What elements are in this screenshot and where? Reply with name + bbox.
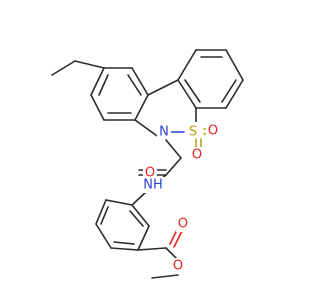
label-bg xyxy=(206,123,220,139)
bond xyxy=(90,67,105,96)
label-bg xyxy=(185,122,201,138)
ester-carbonyl-oxygen-label: O xyxy=(178,217,188,232)
amide-nh-label: NH xyxy=(143,178,163,193)
sulfonyl-oxygen-1-label: O xyxy=(208,124,218,139)
bond xyxy=(177,79,197,109)
bond-inner xyxy=(129,210,144,227)
bond xyxy=(90,94,105,121)
ester-ether-oxygen-label: O xyxy=(173,259,183,274)
label-bg xyxy=(140,177,166,193)
label-bg xyxy=(171,258,185,274)
biaryl-bond xyxy=(147,79,179,96)
bond xyxy=(95,199,107,225)
bond xyxy=(131,67,149,96)
lower-benzene-ring xyxy=(95,199,150,251)
label-bg xyxy=(190,147,204,163)
bond xyxy=(131,204,150,227)
bond xyxy=(137,225,150,251)
label-bg xyxy=(143,164,157,180)
ch2-c-bond xyxy=(165,157,182,176)
nh-aryl-bond xyxy=(131,191,147,206)
ethyl-bond xyxy=(74,60,105,69)
bond xyxy=(177,49,197,81)
structure-canvas: S N O O O NH O O xyxy=(51,49,244,279)
bond-inner xyxy=(113,241,135,245)
molecule-structure: S N O O O NH O O xyxy=(51,49,244,279)
c-n-bond xyxy=(134,119,161,139)
bond xyxy=(95,223,112,249)
amide-oxygen-label: O xyxy=(145,166,155,181)
ethyl-bond xyxy=(51,60,76,76)
bond xyxy=(225,49,244,81)
aryl-ester-bond xyxy=(137,247,167,251)
bond xyxy=(110,247,139,251)
label-bg xyxy=(157,123,171,139)
bond xyxy=(134,94,149,121)
bond-inner xyxy=(221,79,237,103)
upper-benzene-ring xyxy=(177,49,244,109)
n-ch2-bond xyxy=(165,139,182,159)
ester-c-o-single xyxy=(165,247,177,259)
bond-inner xyxy=(127,74,142,96)
o-methyl-bond xyxy=(151,274,179,279)
bond-inner xyxy=(100,206,109,225)
bond-inner xyxy=(184,79,201,103)
sulfonyl-oxygen-2-label: O xyxy=(192,148,202,163)
left-benzene-ring xyxy=(90,67,149,121)
bond xyxy=(225,79,244,109)
sulfur-label: S xyxy=(189,125,197,140)
bond-inner xyxy=(98,74,109,96)
nitrogen-label: N xyxy=(159,125,169,140)
label-bg xyxy=(176,216,190,232)
bond xyxy=(105,199,133,206)
